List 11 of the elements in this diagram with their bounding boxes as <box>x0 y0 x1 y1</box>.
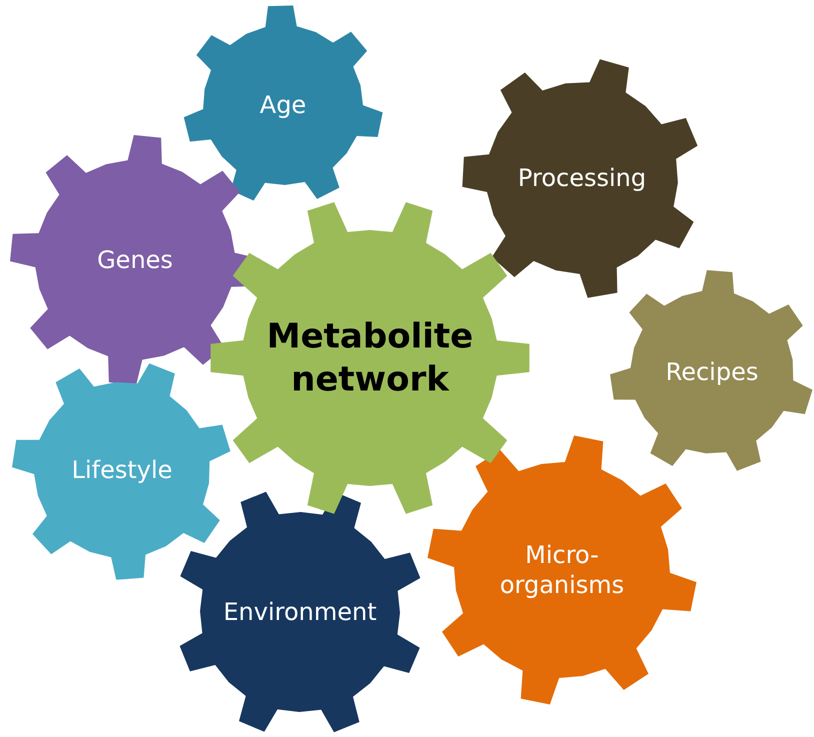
gear-label: Lifestyle <box>70 455 174 485</box>
gear <box>427 435 697 705</box>
gear-label: Micro-organisms <box>498 540 626 600</box>
gear-label: Age <box>258 90 308 120</box>
gear-label: Environment <box>222 597 378 627</box>
gear-label: Genes <box>96 245 174 275</box>
gear-label: Processing <box>516 163 648 193</box>
gear <box>610 270 814 474</box>
gear-label: Recipes <box>664 357 760 387</box>
gear <box>10 135 260 385</box>
gear-label: Metabolite network <box>266 316 474 400</box>
